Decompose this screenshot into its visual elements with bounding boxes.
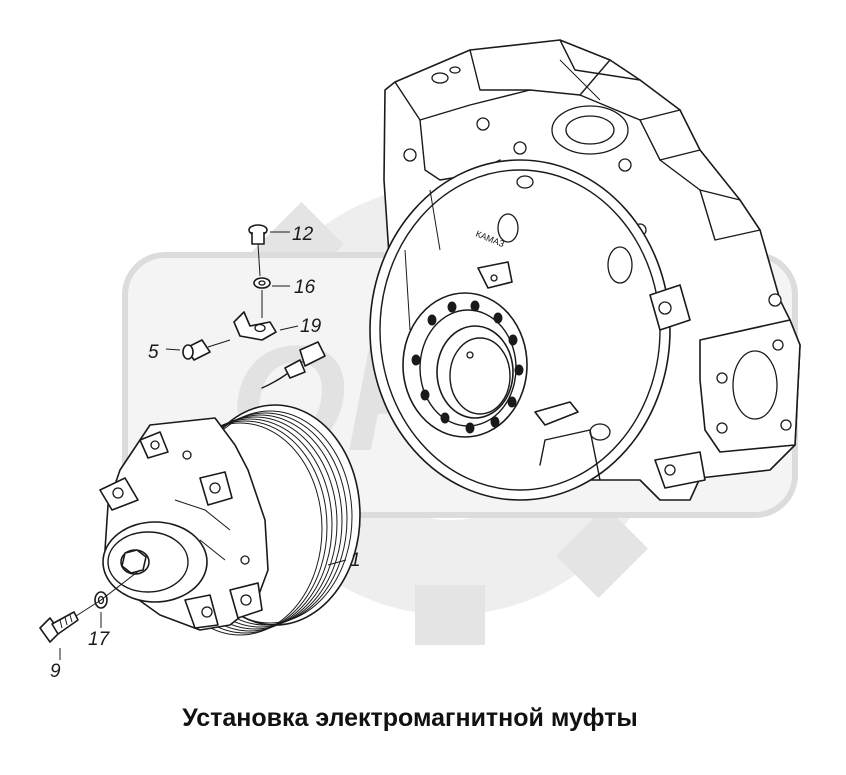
leader-lines	[59, 231, 347, 660]
flywheel-housing: КАМАЗ	[369, 39, 801, 501]
callouts: 1 5 9 12 16 17 19	[50, 224, 361, 682]
callout-12: 12	[292, 224, 314, 245]
diagram-title: Установка электромагнитной муфты	[182, 704, 638, 732]
bracket-19	[233, 311, 277, 341]
electromagnetic-clutch	[99, 404, 361, 636]
callout-9: 9	[50, 661, 61, 682]
callout-5: 5	[148, 342, 159, 363]
wire-connector	[261, 341, 326, 389]
callout-17: 17	[88, 629, 111, 650]
callout-19: 19	[300, 316, 322, 337]
bolt-9	[39, 611, 79, 643]
bolt-12	[248, 224, 268, 245]
washer-16	[253, 277, 271, 289]
bushing-5	[182, 339, 211, 361]
callout-16: 16	[294, 277, 316, 298]
callout-1: 1	[350, 550, 361, 571]
